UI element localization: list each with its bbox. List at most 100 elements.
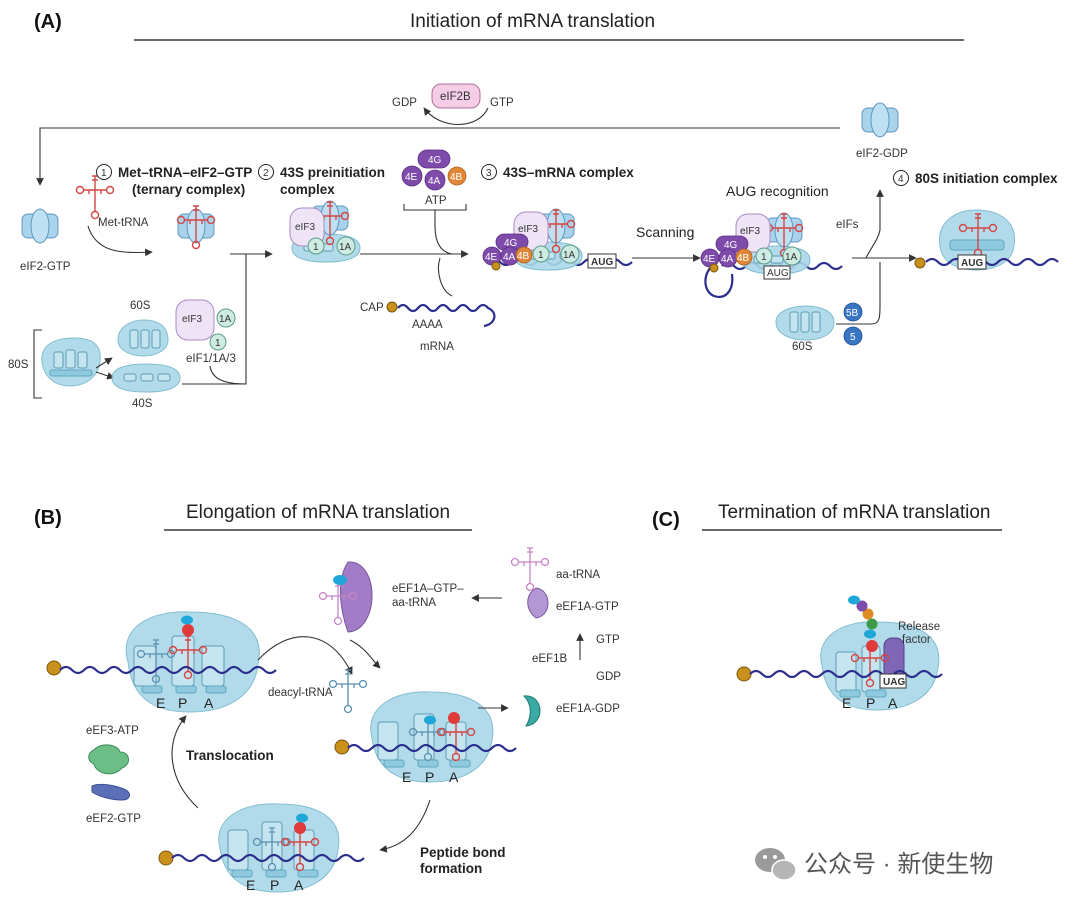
- eif4b-43s-mrna-label: 4B: [517, 251, 530, 262]
- elong-1-site-p: P: [178, 695, 187, 711]
- eif4a-label: 4A: [428, 176, 441, 187]
- eifs-release-arrow: [865, 189, 884, 259]
- eif4e-43s-mrna-label: 4E: [485, 252, 498, 263]
- peptide-bond-label-line1: Peptide bond: [420, 845, 506, 860]
- eef1a-gtp-glyph: [527, 587, 549, 619]
- ternary-arrow: [87, 225, 153, 257]
- aug-recognition-complex-glyph: [700, 212, 811, 275]
- panel-a-letter: (A): [34, 11, 62, 33]
- ternary-label-line2: aa-tRNA: [392, 597, 436, 609]
- term-mrna-strand: [749, 669, 943, 679]
- 43s-mrna-complex-glyph: [482, 208, 583, 271]
- eif4a-43s-mrna-label: 4A: [503, 252, 516, 263]
- gdp-label: GDP: [596, 671, 621, 683]
- elong-3-mrna-strand: [171, 853, 365, 863]
- gtp-label: GTP: [596, 634, 620, 646]
- 40s-subunit-glyph: [111, 363, 181, 393]
- deacyl-trna-label: deacyl-tRNA: [268, 687, 333, 699]
- 60s-subunit-glyph: [117, 319, 169, 357]
- step3-title: 43S–mRNA complex: [503, 165, 634, 180]
- dissociate-arrow-60s: [95, 357, 113, 369]
- eif4e-aug-label: 4E: [703, 254, 716, 265]
- eif4g-label: 4G: [428, 155, 442, 166]
- eif2b-factor: [431, 83, 481, 109]
- step2-subtitle: complex: [280, 182, 335, 197]
- eif4f-cluster-glyph: [401, 149, 467, 191]
- aa-trna-label: aa-tRNA: [556, 569, 600, 581]
- elong-2-site-p: P: [425, 769, 434, 785]
- aug-box-recognition: [763, 265, 791, 280]
- eef3-atp-glyph: [88, 744, 129, 775]
- step4-number-circle: [893, 170, 909, 186]
- eif1a-factor-free: [216, 308, 236, 328]
- 60s-join-line: [836, 262, 881, 325]
- eif5-label: 5: [850, 332, 856, 343]
- eif3-43s-mrna-label: eIF3: [518, 224, 538, 235]
- step4-title: 80S initiation complex: [915, 171, 1058, 186]
- elong-3-site-a: A: [294, 877, 304, 893]
- scanning-label: Scanning: [636, 224, 694, 240]
- eif3-aug-label: eIF3: [740, 226, 760, 237]
- term-site-p: P: [866, 695, 875, 711]
- aug-box-80s: [957, 254, 987, 270]
- translocation-arrow: [171, 715, 199, 809]
- elong-2-site-e: E: [402, 769, 411, 785]
- step3-number: 3: [486, 168, 492, 179]
- step1-title: Met–tRNA–eIF2–GTP: [118, 165, 252, 180]
- elong-1-site-a: A: [204, 695, 214, 711]
- recycle-gtp-label: GTP: [490, 97, 514, 109]
- uag-box: [879, 673, 907, 689]
- ternary-label-line1: eEF1A–GTP–: [392, 583, 464, 595]
- eef1a-gdp-glyph: [522, 695, 541, 727]
- wechat-icon: [755, 848, 797, 881]
- eif1-1a-3-label: eIF1/1A/3: [186, 353, 236, 365]
- step2-title: 43S preinitiation: [280, 165, 385, 180]
- met-trna-glyph: [75, 175, 115, 220]
- eif1a-43s-mrna-label: 1A: [563, 250, 576, 261]
- step1-number-circle: [96, 164, 112, 180]
- 60s-label: 60S: [130, 300, 151, 312]
- eif4a-aug-label: 4A: [721, 254, 734, 265]
- cap-glyph: [386, 301, 398, 313]
- ternary-aa-ball: [333, 575, 347, 585]
- step1-number: 1: [101, 168, 107, 179]
- 80s-cap-glyph: [914, 257, 926, 269]
- watermark-text: 公众号 · 新使生物: [804, 851, 993, 878]
- 40s-label: 40S: [132, 398, 153, 410]
- aug-80s-label: AUG: [961, 258, 983, 269]
- mrna-label: mRNA: [420, 341, 454, 353]
- ternary-delivery-arrow: [349, 639, 381, 669]
- eif-join-curve: [209, 365, 247, 385]
- term-site-e: E: [842, 695, 851, 711]
- uag-label: UAG: [883, 677, 905, 688]
- elong-2-cap-glyph: [334, 739, 350, 755]
- translocation-label: Translocation: [186, 748, 274, 763]
- eif2b-label: eIF2B: [440, 91, 471, 103]
- release-factor-label-line1: Release: [898, 621, 940, 633]
- recycle-gdp-label: GDP: [392, 97, 417, 109]
- polya-label: AAAA: [412, 319, 443, 331]
- elongation-ribosome-1: [125, 611, 260, 713]
- 40s-join-line: [182, 254, 247, 385]
- eif4b-aug-label: 4B: [737, 253, 750, 264]
- eif4e-label: 4E: [405, 172, 418, 183]
- atp-label: ATP: [425, 195, 447, 207]
- elong-3-site-p: P: [270, 877, 279, 893]
- eif1a-43s-label: 1A: [339, 242, 352, 253]
- elong-1-site-e: E: [156, 695, 165, 711]
- step4-number: 4: [898, 174, 904, 185]
- panel-c-title: Termination of mRNA translation: [718, 502, 990, 523]
- eef3-atp-label: eEF3-ATP: [86, 725, 139, 737]
- watermark: 公众号 · 新使生物: [755, 848, 993, 881]
- panel-b: (B) Elongation of mRNA translation E P A…: [34, 502, 621, 893]
- step3-number-circle: [481, 164, 497, 180]
- eif4g-43s-mrna-label: 4G: [504, 238, 518, 249]
- eif3-43s-label: eIF3: [295, 222, 315, 233]
- eef1a-gdp-label: eEF1A-GDP: [556, 703, 620, 715]
- eif1a-free-label: 1A: [219, 314, 232, 325]
- eif2-gdp-label: eIF2-GDP: [856, 148, 908, 160]
- 80s-ribosome-glyph: [41, 337, 101, 387]
- eef2-gtp-label: eEF2-GTP: [86, 813, 141, 825]
- met-trna-label: Met-tRNA: [98, 217, 149, 229]
- 60s-join-glyph: [775, 305, 835, 341]
